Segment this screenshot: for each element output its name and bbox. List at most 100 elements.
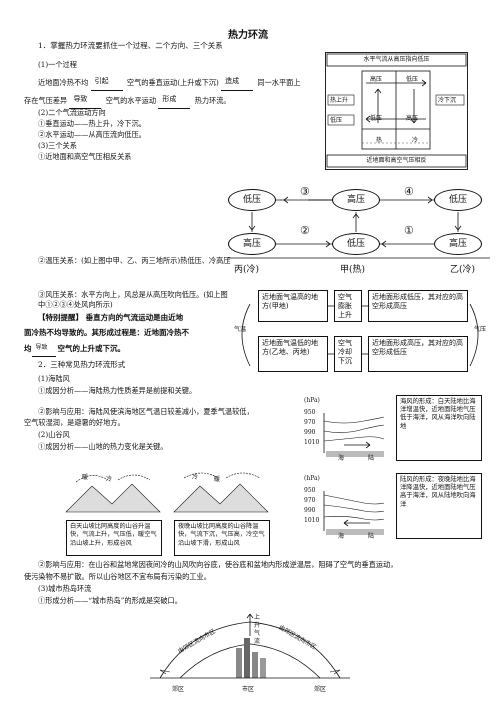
process-text: 空气的垂直运动(上升或下沉) [126, 78, 219, 87]
left-vertical-label: 气温 [234, 326, 247, 333]
arrow-num-3: ③ [300, 185, 310, 198]
tick-1010: 1010 [304, 439, 320, 446]
sea-label: 海 [338, 455, 345, 462]
valley-effect-2: 使污染物不易扩散。所以山谷地区不宜布局有污染的工业。 [24, 572, 211, 581]
fig1-high-lower: 高压 [406, 115, 419, 122]
direction-vertical: ①垂直运动——热上升，冷下沉。 [38, 119, 146, 128]
process-text: 空气的水平运动 [105, 96, 157, 105]
arrow-label: 导致 [73, 95, 88, 103]
flow-boxes: 气温 气压 近地面气温高的地方(甲地) 空气膨胀上升 近地面形成低压，其对应的高… [232, 286, 488, 382]
arrow-label: 引起 [94, 77, 109, 85]
arrow-label: 导致 [35, 344, 48, 351]
day-cold-label: 冷 [106, 476, 113, 483]
thermal-circulation-figure: 水平气流从高压指向低压 高压 低压 热上升 冷下沉 低压 低压 高压 热 冷 近… [325, 52, 468, 170]
process-line-2: 存在气压差异 导致 空气的水平运动 形成 热力环流。 [24, 95, 231, 109]
sea-breeze-day-figure: (hPa) 950 970 990 1010 海 陆 海风的形成：白天陆地比海洋… [304, 395, 484, 463]
section-1-heading: 1．掌握热力环流要抓住一个过程、二个方向、三个关系 [38, 41, 223, 50]
day-warm-label: 暖 [82, 474, 89, 481]
valley-wind-figure: 暖 冷 冷 暖 白天山坡比同高度的山谷升温快，气流上升，气压低，暖空气沿山坡上升… [62, 468, 272, 556]
fig1-low-lower-label: 低压 [330, 117, 343, 124]
land-breeze-note: 陆风的形成：夜晚陆地比海洋降温快，近地面陆地气压高于海洋，风从陆地吹向海洋 [396, 473, 482, 539]
urban-heat-label: (3)城市热岛环流 [38, 584, 92, 593]
bottom-pressure-3: 高压 [434, 233, 482, 255]
fig1-sink: 冷下沉 [438, 97, 457, 104]
tip-line-3: 均导致空气的上升或下沉。 [24, 344, 125, 357]
process-text: 热力环流。 [194, 96, 231, 105]
flow-boxes-svg [241, 303, 479, 367]
tick-990: 990 [304, 507, 316, 514]
pressure-diagram-svg [228, 196, 490, 259]
thermal-circulation-svg [326, 53, 467, 168]
valley-label: (2)山谷风 [38, 430, 70, 439]
unit-label: (hPa) [304, 475, 320, 482]
fig1-top-caption: 水平气流从高压指向低压 [363, 56, 430, 63]
urban-heat-island-figure: 上升气流 由郊区流向市区 由郊区流向市区 郊区 市区 郊区 [150, 608, 350, 698]
section-2-heading: 2．三种常见热力环流形式 [38, 360, 126, 369]
land-breeze-night-svg [323, 491, 385, 535]
place-bing: 丙(冷) [234, 265, 260, 275]
fig1-cold: 冷 [412, 137, 419, 144]
tick-970: 970 [304, 419, 316, 426]
pressure-diagram: 低压 高压 低压 高压 低压 高压 ③ ④ ② ① 丙(冷) 甲(热) 乙(冷) [228, 185, 490, 278]
fig1-high-upper: 高压 [370, 76, 383, 83]
valley-cause: ①成因分析——山地的热力变化是关键。 [38, 442, 168, 451]
process-text: 近地面冷热不均 [38, 78, 89, 87]
row2-cell1: 近地面气温低的地方(乙地、丙地) [258, 336, 328, 372]
row1-cell2: 空气膨胀上升 [334, 290, 362, 322]
urban-heat-island-svg [150, 613, 350, 679]
direction-horizontal: ②水平运动——从高压流向低压。 [38, 130, 146, 139]
rising-air-label: 上升气流 [254, 614, 261, 645]
sea-breeze-note: 海风的形成：白天陆地比海洋增温快，近地面陆地气压低于海洋，风从海洋吹向陆地 [396, 395, 482, 461]
right-vertical-label: 气压 [474, 326, 487, 333]
night-warm-label: 暖 [214, 476, 221, 483]
valley-effect-1: ②影响与应用：在山谷和盆地常因夜间冷的山风吹向谷底，使谷底和盆地内形成逆温层，阻… [38, 560, 398, 569]
arrow-num-2: ② [300, 224, 310, 237]
valley-breeze-note: 白天山坡比同高度的山谷升温快，气流上升，气压低，暖空气沿山坡上升，形成谷风 [66, 520, 162, 556]
fig1-rise: 热上升 [330, 97, 349, 104]
tick-990: 990 [304, 429, 316, 436]
top-pressure-1: 低压 [228, 189, 276, 211]
arrow-label: 造成 [225, 77, 240, 85]
land-label: 陆 [368, 533, 375, 540]
place-jia: 甲(热) [340, 265, 366, 275]
process-text: 同一水平面上 [257, 78, 301, 87]
arrow-num-1: ① [404, 224, 414, 237]
process-label: (1)一个过程 [38, 60, 77, 69]
fig1-hot: 热 [376, 137, 383, 144]
place-yi: 乙(冷) [450, 265, 476, 275]
sea-breeze-effect-2: 空气较湿润，是避暑的好地方。 [24, 418, 125, 427]
page-title: 热力环流 [228, 30, 268, 41]
tick-950: 950 [304, 487, 316, 494]
land-label: 陆 [368, 455, 375, 462]
relation-3: ③风压关系：水平方向上，风总是从高压吹向低压。(如上图中①②③④处风向所示) [38, 290, 228, 309]
relations-label: (3)三个关系 [38, 141, 77, 150]
sea-breeze-day-svg [323, 413, 385, 457]
urban-heat-cause: ①形成分析——“城市热岛”的形成是突破口。 [38, 596, 182, 605]
tip-label: 【特别提醒】 [38, 313, 83, 322]
mountain-breeze-note: 夜晚山坡比同高度的山谷降温快，气流下沉，气压高，冷空气沿山坡下滑，形成山风 [174, 520, 270, 556]
tip-line-1: 【特别提醒】 垂直方向的气流运动是由近地 [38, 313, 183, 323]
fig1-low-lower: 低压 [370, 115, 383, 122]
land-breeze-night-figure: (hPa) 950 970 990 1010 海 陆 陆风的形成：夜晚陆地比海洋… [304, 473, 484, 541]
top-pressure-2: 高压 [332, 189, 380, 211]
urban-label: 市区 [242, 686, 255, 693]
process-text: 存在气压差异 [24, 96, 68, 105]
arrow-num-4: ④ [404, 185, 414, 198]
relation-2: ②温压关系：(如上图中甲、乙、丙三地所示)热低压、冷高压 [38, 256, 231, 265]
row1-cell3: 近地面形成低压，其对应的高空形成高压 [368, 290, 468, 322]
row2-cell2: 空气冷却下沉 [334, 336, 362, 372]
process-line-1: 近地面冷热不均 引起 空气的垂直运动(上升或下沉) 造成 同一水平面上 [38, 77, 301, 91]
sea-breeze-cause: ①成因分析——海陆热力性质差异是前提和关键。 [38, 386, 197, 395]
tick-970: 970 [304, 497, 316, 504]
tick-1010: 1010 [304, 517, 320, 524]
sea-breeze-effect-1: ②影响与应用：海陆风使滨海地区气温日较差减小，夏季气温较低， [38, 407, 254, 416]
tip-text: 均 [24, 344, 32, 353]
suburb-right-label: 郊区 [314, 686, 327, 693]
relation-1: ①近地面和高空气压相反关系 [38, 152, 132, 161]
bottom-pressure-2: 低压 [332, 233, 380, 255]
unit-label: (hPa) [304, 397, 320, 404]
tip-line-2: 面冷热不均导致的。其形成过程是：近地面冷热不 [24, 328, 189, 337]
fig1-low-upper: 低压 [406, 76, 419, 83]
tip-text: 垂直方向的气流运动是由近地 [85, 313, 184, 322]
sea-label: 海 [338, 533, 345, 540]
